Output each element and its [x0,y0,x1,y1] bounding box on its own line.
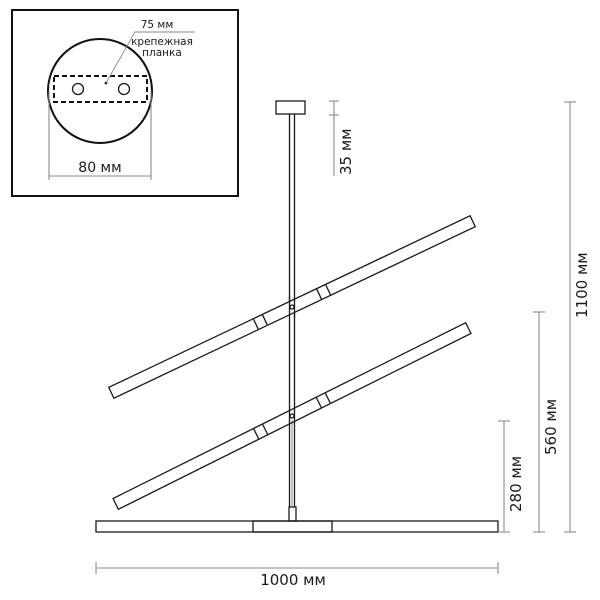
bottom-light-bar [95,520,499,533]
mounting-plate-outline [53,75,148,103]
screw-hole-left [71,82,85,96]
screw-hole-right [117,82,131,96]
callout-leader [105,31,195,84]
dimensions: 35 мм 1100 мм 560 мм 280 мм 1000 мм [95,100,591,589]
width-label: 1000 мм [260,571,326,589]
callout-size-label: 75 мм [141,19,174,31]
callout-text-line1: крепежная [131,36,193,48]
upper-light-bar [107,214,477,400]
bottom-bar-hub [252,520,333,533]
lamp-elevation [95,100,499,533]
inset-frame [11,9,239,197]
stem-collar [288,506,297,522]
lower-light-bar [112,321,472,511]
canopy-diameter-label: 80 мм [78,160,121,176]
mid-height-label: 560 мм [542,399,560,455]
total-height-label: 1100 мм [573,252,591,318]
canopy-height-label: 35 мм [337,129,355,176]
callout-text-line2: планка [142,47,182,59]
inset-detail: 75 мм крепежная планка 80 мм [11,9,239,197]
ceiling-canopy [275,100,306,115]
canopy-circle [47,38,153,144]
low-height-label: 280 мм [507,456,525,512]
